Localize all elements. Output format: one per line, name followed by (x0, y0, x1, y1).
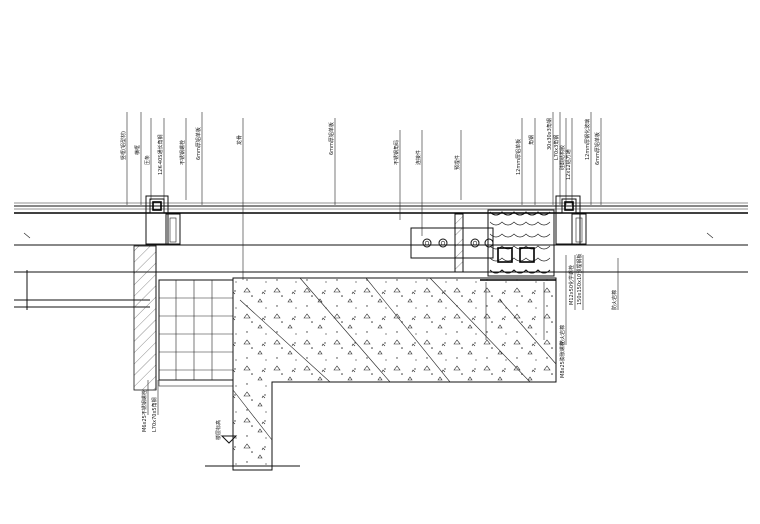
label-top-18: 6mm厚铝单板 (594, 132, 601, 165)
label-right-0: 防火岩棉 (559, 325, 566, 345)
label-left-bottom-0: M6x25不锈钢螺栓 (141, 390, 148, 432)
block-wall (158, 279, 234, 387)
label-top-11: 12mm厚铝单板 (515, 139, 522, 175)
left-mullion (133, 195, 181, 391)
label-top-4: 不锈钢螺栓 (179, 140, 186, 165)
label-top-15: 硅酮结构胶 (559, 145, 566, 170)
leader-lines (126, 112, 619, 415)
label-right-1: M12x50化学螺栓 (568, 265, 575, 305)
left-bottom-labels: M6x25不锈钢螺栓 L70x70x5角钢 楼层标高 (141, 390, 222, 440)
label-top-0: 竖框(铝型材) (120, 131, 127, 160)
label-left-bottom-1: L70x70x5角钢 (151, 397, 158, 432)
concrete-slab (205, 277, 557, 471)
label-top-10: 预埋件 (454, 155, 461, 170)
label-top-3: 12K-40S通长角钢 (157, 135, 164, 175)
right-labels: 防火岩棉 M12x50化学螺栓 150x150x10预埋钢板 防火岩棉 M8x2… (559, 254, 618, 378)
label-top-13: 30x30x3角钢 (546, 118, 553, 150)
label-top-2: 压条 (144, 155, 151, 165)
label-top-9: 连接件 (415, 150, 422, 165)
label-right-2: 150x150x10预埋钢板 (576, 254, 583, 305)
fire-insulation (480, 209, 556, 340)
label-top-16: 12x12铝方通 (565, 149, 572, 180)
top-labels: 竖框(铝型材) 横框 压条 12K-40S通长角钢 不锈钢螺栓 6mm厚铝单板 … (120, 118, 601, 180)
label-top-6: 龙骨 (236, 135, 243, 145)
connection-plate (410, 213, 494, 273)
level-label: 楼层标高 (215, 420, 222, 440)
right-mullion (555, 195, 587, 245)
label-right-3: 防火岩棉 (611, 290, 618, 310)
label-top-8: 不锈钢角码 (393, 140, 400, 165)
label-top-1: 横框 (134, 145, 141, 155)
label-top-17: 12mm厚钢化玻璃 (584, 119, 591, 160)
label-top-14: L70x3角钢 (553, 135, 560, 160)
label-top-12: 角钢 (528, 135, 535, 145)
label-top-7: 6mm厚铝单板 (328, 122, 335, 155)
label-right-4: M8x25膨胀螺栓 (559, 341, 566, 378)
label-top-5: 6mm厚铝单板 (195, 127, 202, 160)
